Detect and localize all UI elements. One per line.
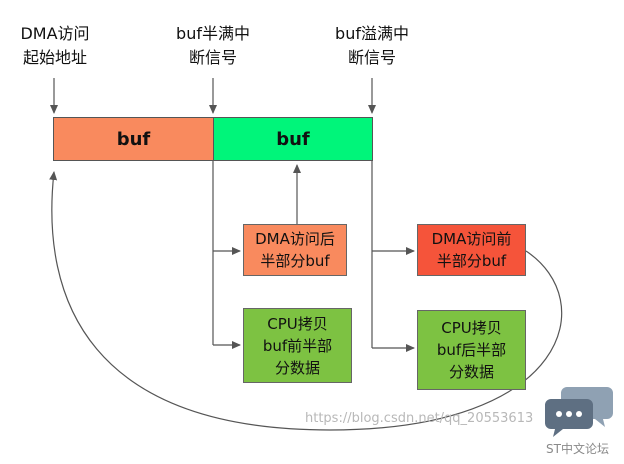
box-cpu-copy-front: CPU拷贝 buf前半部 分数据 [243,308,352,383]
box-cpu-back-line3: 分数据 [448,363,494,381]
box-dma-back-half: DMA访问后 半部分buf [243,224,347,276]
label-overflow-line1: buf溢满中 [335,24,409,43]
buffer-first-half-label: buf [116,128,151,150]
label-overflow-line2: 断信号 [347,48,396,67]
chat-bubbles-icon [545,387,613,437]
box-cpu-front-line3: 分数据 [274,358,320,377]
loop-back-arrow [49,171,563,431]
buffer-first-half: buf [53,117,214,161]
box-dma-front-line2: 半部分buf [436,252,507,270]
label-dma-start-line1: DMA访问 [20,24,90,43]
logo-text: ST中文论坛 [546,442,609,456]
box-dma-front-half: DMA访问前 半部分buf [417,224,526,276]
box-cpu-back-line1: CPU拷贝 [441,319,502,337]
box-dma-back-line2: 半部分buf [260,252,330,270]
label-dma-start: DMA访问 起始地址 [10,22,100,70]
box-cpu-back-line2: buf后半部 [436,341,507,359]
buffer-second-half-label: buf [276,128,310,150]
label-overflow: buf溢满中 断信号 [321,22,423,70]
watermark-url: https://blog.csdn.net/qq_20553613 [305,411,534,426]
label-half-full-line2: 断信号 [188,48,237,67]
box-cpu-front-line2: buf前半部 [262,336,333,355]
label-dma-start-line2: 起始地址 [22,48,87,67]
label-half-full-line1: buf半满中 [176,24,250,43]
box-dma-back-line1: DMA访问后 [255,230,335,248]
buffer-second-half: buf [213,117,373,161]
box-cpu-front-line1: CPU拷贝 [267,314,328,333]
label-half-full: buf半满中 断信号 [162,22,264,70]
box-cpu-copy-back: CPU拷贝 buf后半部 分数据 [417,310,526,390]
box-dma-front-line1: DMA访问前 [431,230,512,248]
